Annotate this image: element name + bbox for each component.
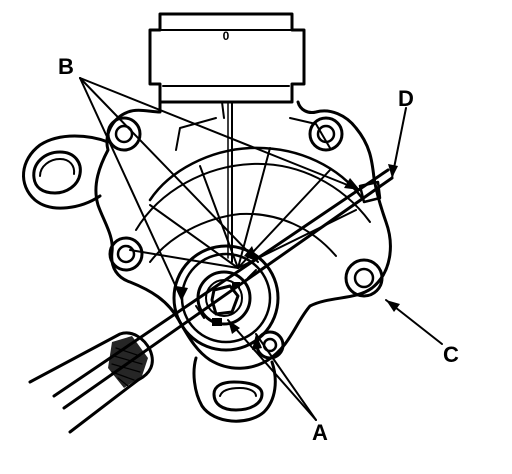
callout-d: D bbox=[398, 86, 414, 111]
left-mounting-ear bbox=[22, 134, 110, 210]
bolt-hole-right bbox=[344, 258, 384, 298]
connector-pin-label: 0 bbox=[223, 29, 230, 43]
alignment-slot bbox=[358, 180, 382, 204]
arrowheads bbox=[176, 164, 400, 350]
shaft-hub bbox=[172, 244, 280, 352]
electrical-connector: 0 bbox=[148, 12, 306, 263]
alignment-tool bbox=[28, 168, 394, 434]
callout-b: B bbox=[58, 54, 74, 79]
callout-c: C bbox=[443, 342, 459, 367]
bolt-hole-upper-right bbox=[308, 116, 344, 152]
bolt-hole-left bbox=[108, 236, 144, 272]
callout-a: A bbox=[312, 420, 328, 445]
bolt-hole-upper-left bbox=[106, 116, 142, 152]
